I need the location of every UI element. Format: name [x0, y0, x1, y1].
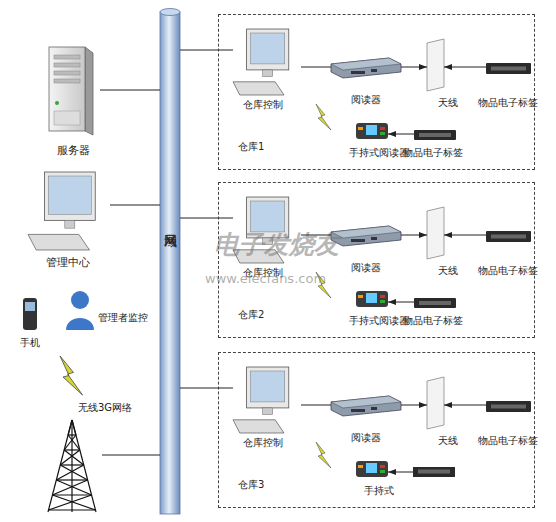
- connector: [180, 50, 233, 51]
- pc-icon: [28, 172, 110, 250]
- handheld-icon: [356, 119, 388, 143]
- tower-icon: [42, 420, 102, 512]
- signal-arrow: [388, 472, 413, 473]
- antenna-icon: [427, 39, 444, 91]
- wireless-bolt: [316, 104, 331, 130]
- node-label: 仓库2: [238, 309, 264, 321]
- handheld-node: 手持式阅读器: [356, 287, 388, 311]
- tag-symbol: [418, 470, 450, 474]
- pc-icon: [233, 367, 301, 433]
- wh-node: 仓库3仓库控制阅读器天线物品电子标签手持式: [218, 352, 535, 508]
- pc-node: 仓库控制: [233, 29, 301, 95]
- node-label: 仓库3: [238, 479, 264, 491]
- node-label: 天线: [438, 97, 458, 109]
- tag-node: 物品电子标签: [486, 63, 531, 74]
- person-icon: [64, 290, 96, 330]
- connector: [301, 67, 331, 68]
- node-label: 天线: [438, 435, 458, 447]
- connector: [180, 388, 233, 389]
- antenna-node: 天线: [427, 377, 444, 429]
- connector: [100, 90, 160, 91]
- tag-icon: [414, 298, 456, 308]
- connector: [102, 455, 160, 456]
- connector: [444, 405, 486, 406]
- node-label: 仓库控制: [243, 99, 283, 111]
- antenna-node: 天线: [427, 207, 444, 259]
- node-label: 物品电子标签: [478, 435, 538, 447]
- connector: [301, 235, 331, 236]
- connector: [301, 405, 331, 406]
- connector: [401, 405, 427, 406]
- node-label: 仓库1: [238, 141, 264, 153]
- node-label: 管理中心: [46, 257, 90, 269]
- node-label: 无线3G网络: [78, 402, 132, 414]
- pipe-node: 局域网: [160, 8, 180, 514]
- tag-icon: [486, 401, 531, 412]
- wh-node: 仓库2仓库控制阅读器天线物品电子标签手持式阅读器物品电子标签: [218, 182, 535, 338]
- reader-icon: [331, 226, 401, 246]
- node-label: 服务器: [57, 145, 90, 157]
- node-label: 管理者监控: [98, 312, 148, 324]
- connector: [180, 218, 233, 219]
- phone-node: 手机: [20, 298, 40, 330]
- node-label: 物品电子标签: [403, 147, 463, 159]
- node-label: 手持式阅读器: [349, 147, 409, 159]
- node-label: 手持式: [364, 485, 394, 497]
- node-label: 物品电子标签: [478, 265, 538, 277]
- handheld-node: 手持式: [356, 457, 388, 481]
- node-label: 阅读器: [351, 432, 381, 444]
- tag-icon: [414, 130, 456, 140]
- reader-node: 阅读器: [331, 396, 401, 416]
- node-label: 手机: [20, 337, 40, 349]
- tag-node: 物品电子标签: [414, 130, 456, 140]
- antenna-icon: [427, 377, 444, 429]
- wireless-bolt: [60, 356, 83, 395]
- handheld-icon: [356, 457, 388, 481]
- node-label: 阅读器: [351, 262, 381, 274]
- tower-node: 无线3G网络: [42, 420, 102, 512]
- handheld-icon: [356, 287, 388, 311]
- node-label: 手持式阅读器: [349, 315, 409, 327]
- connector: [444, 67, 486, 68]
- watermark: 电子发烧友: [214, 230, 339, 259]
- watermark: www.elecfans.com: [205, 270, 326, 287]
- connector: [388, 302, 414, 303]
- connector: [388, 134, 414, 135]
- reader-node: 阅读器: [331, 226, 401, 246]
- tag-node: 物品电子标签: [486, 231, 531, 242]
- node-label: 阅读器: [351, 94, 381, 106]
- pc-icon: [233, 29, 301, 95]
- reader-icon: [331, 58, 401, 78]
- server-node: 服务器: [45, 45, 100, 135]
- phone-icon: [20, 298, 40, 330]
- connector: [444, 235, 486, 236]
- node-label: 天线: [438, 265, 458, 277]
- antenna-node: 天线: [427, 39, 444, 91]
- tag-icon: [486, 63, 531, 74]
- pc-node: 管理中心: [28, 172, 110, 250]
- handheld-node: 手持式阅读器: [356, 119, 388, 143]
- connector: [401, 67, 427, 68]
- pc-node: 仓库控制: [233, 367, 301, 433]
- tag-node: 物品电子标签: [486, 401, 531, 412]
- antenna-icon: [427, 207, 444, 259]
- server-icon: [45, 45, 100, 135]
- node-label: 仓库控制: [243, 437, 283, 449]
- connector: [401, 235, 427, 236]
- wireless-bolt: [316, 442, 331, 468]
- pipe-icon: [160, 8, 180, 514]
- connector: [110, 205, 160, 206]
- tag-node: 物品电子标签: [414, 298, 456, 308]
- tag-icon: [486, 231, 531, 242]
- node-label: 物品电子标签: [478, 97, 538, 109]
- person-node: 管理者监控: [64, 290, 96, 330]
- tag-symbol: [413, 467, 455, 477]
- wh-node: 仓库1仓库控制阅读器天线物品电子标签手持式阅读器物品电子标签: [218, 14, 535, 170]
- reader-node: 阅读器: [331, 58, 401, 78]
- reader-icon: [331, 396, 401, 416]
- node-label: 物品电子标签: [403, 315, 463, 327]
